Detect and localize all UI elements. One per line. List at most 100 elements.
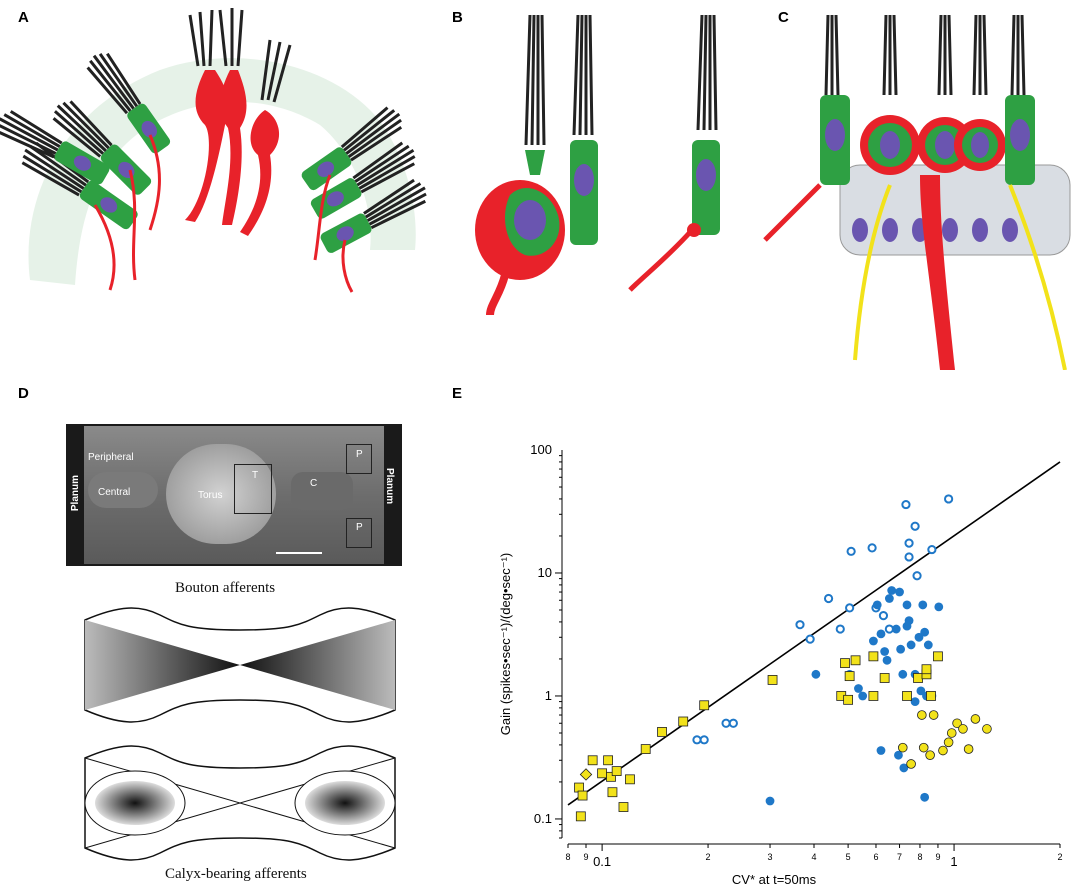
filled-circle-point <box>880 647 890 656</box>
x-tick-label: 2 <box>706 852 711 862</box>
filled-circle-point <box>884 594 894 603</box>
filled-circle-point <box>894 750 903 760</box>
open-circle-point <box>795 620 805 630</box>
open-circle-point <box>867 543 877 553</box>
square-point <box>611 766 622 776</box>
square-point <box>850 655 861 666</box>
x-axis-label: CV* at t=50ms <box>732 872 817 887</box>
type-ii-hair-cell-b <box>628 15 720 292</box>
open-circle-point <box>721 718 731 728</box>
filled-circle-point <box>872 600 882 610</box>
filled-circle-point <box>887 586 897 595</box>
square-point <box>902 691 912 701</box>
filled-circle-point <box>910 697 920 706</box>
supporting-cells <box>839 164 1071 256</box>
x-tick-label: 8 <box>565 852 570 862</box>
panel-label-e: E <box>452 385 463 402</box>
open-circle-point <box>910 521 920 531</box>
sem-central-region <box>88 472 158 508</box>
filled-circle-point <box>854 684 863 693</box>
caption-calyx-afferents: Calyx-bearing afferents <box>165 866 307 882</box>
yellow-circle-point <box>906 759 916 769</box>
filled-circle-point <box>920 792 930 802</box>
x-tick-label: 8 <box>917 852 922 862</box>
filled-circle-point <box>904 616 914 626</box>
filled-circle-point <box>895 587 904 597</box>
yellow-circle-point <box>943 737 954 748</box>
filled-circle-point <box>858 691 868 701</box>
x-tick-label: 4 <box>811 852 816 862</box>
filled-circle-point <box>934 602 944 612</box>
open-circle-point <box>823 593 834 604</box>
efferent-fiber <box>853 184 1067 370</box>
square-point <box>913 673 923 683</box>
filled-circle-point <box>902 600 912 610</box>
square-point <box>607 787 618 798</box>
open-circle-point <box>944 494 954 504</box>
square-point <box>640 744 651 754</box>
sem-micrograph <box>66 424 402 566</box>
panel-c-epithelium-diagram <box>763 15 1071 370</box>
filled-circle-point <box>896 644 906 654</box>
filled-circle-point <box>916 686 926 696</box>
open-circle-point <box>912 571 922 581</box>
yellow-circle-point <box>928 710 939 720</box>
square-point <box>587 755 598 766</box>
sem-c-region <box>291 472 353 510</box>
panel-label-c: C <box>778 9 789 26</box>
yellow-circle-point <box>963 744 974 754</box>
open-circle-point <box>878 611 889 621</box>
square-point <box>603 755 614 766</box>
x-tick-label: 2 <box>1057 852 1062 862</box>
y-tick-label: 1 <box>545 688 552 703</box>
hair-cells-row <box>820 15 1035 185</box>
crista-epithelium <box>28 58 416 285</box>
label-t: T <box>252 470 259 481</box>
hair-cell-group-right <box>301 106 427 293</box>
yellow-circle-point <box>970 714 981 724</box>
panel-a-crista-diagram <box>0 8 427 293</box>
filled-circle-point <box>899 763 909 773</box>
x-tick-label: 9 <box>935 852 940 862</box>
sem-p-bottom-box <box>346 518 372 548</box>
square-point <box>767 675 778 685</box>
square-point <box>868 651 879 662</box>
open-circle-point <box>845 603 855 613</box>
bouton-afferents-diagram <box>84 607 396 723</box>
label-c: C <box>310 478 318 489</box>
open-circle-point <box>846 546 856 556</box>
caption-bouton-afferents: Bouton afferents <box>175 580 276 596</box>
open-circle-point <box>805 634 815 644</box>
filled-circle-point <box>891 624 901 634</box>
square-point <box>933 651 943 662</box>
panel-b-hair-cells-diagram <box>475 15 720 316</box>
open-circle-point <box>904 538 914 548</box>
sem-p-top-box <box>346 444 372 474</box>
open-circle-point <box>835 624 845 634</box>
square-point <box>844 671 855 682</box>
hair-cell-group-left <box>0 52 171 291</box>
label-peripheral: Peripheral <box>88 452 134 463</box>
calyx-afferents-diagram <box>84 745 396 861</box>
filled-circle-point <box>920 627 930 637</box>
filled-circle-point <box>869 636 878 646</box>
square-point <box>921 664 932 675</box>
y-axis-label: Gain (spikes•sec⁻¹)/(deg•sec⁻¹) <box>498 553 513 735</box>
afferent-fiber <box>920 175 955 370</box>
square-point <box>625 774 635 785</box>
yellow-circle-point <box>982 724 992 734</box>
label-p-top: P <box>356 449 363 460</box>
filled-circle-point <box>923 640 933 650</box>
yellow-circle-point <box>946 728 957 738</box>
yellow-circle-point <box>917 710 927 720</box>
filled-circle-point <box>765 796 775 806</box>
square-point <box>840 658 850 669</box>
filled-circle-point <box>914 632 924 642</box>
panel-label-b: B <box>452 9 463 26</box>
square-point <box>657 727 667 737</box>
filled-circle-point <box>876 746 886 755</box>
sem-scale-bar <box>276 552 322 554</box>
square-point <box>926 691 936 701</box>
